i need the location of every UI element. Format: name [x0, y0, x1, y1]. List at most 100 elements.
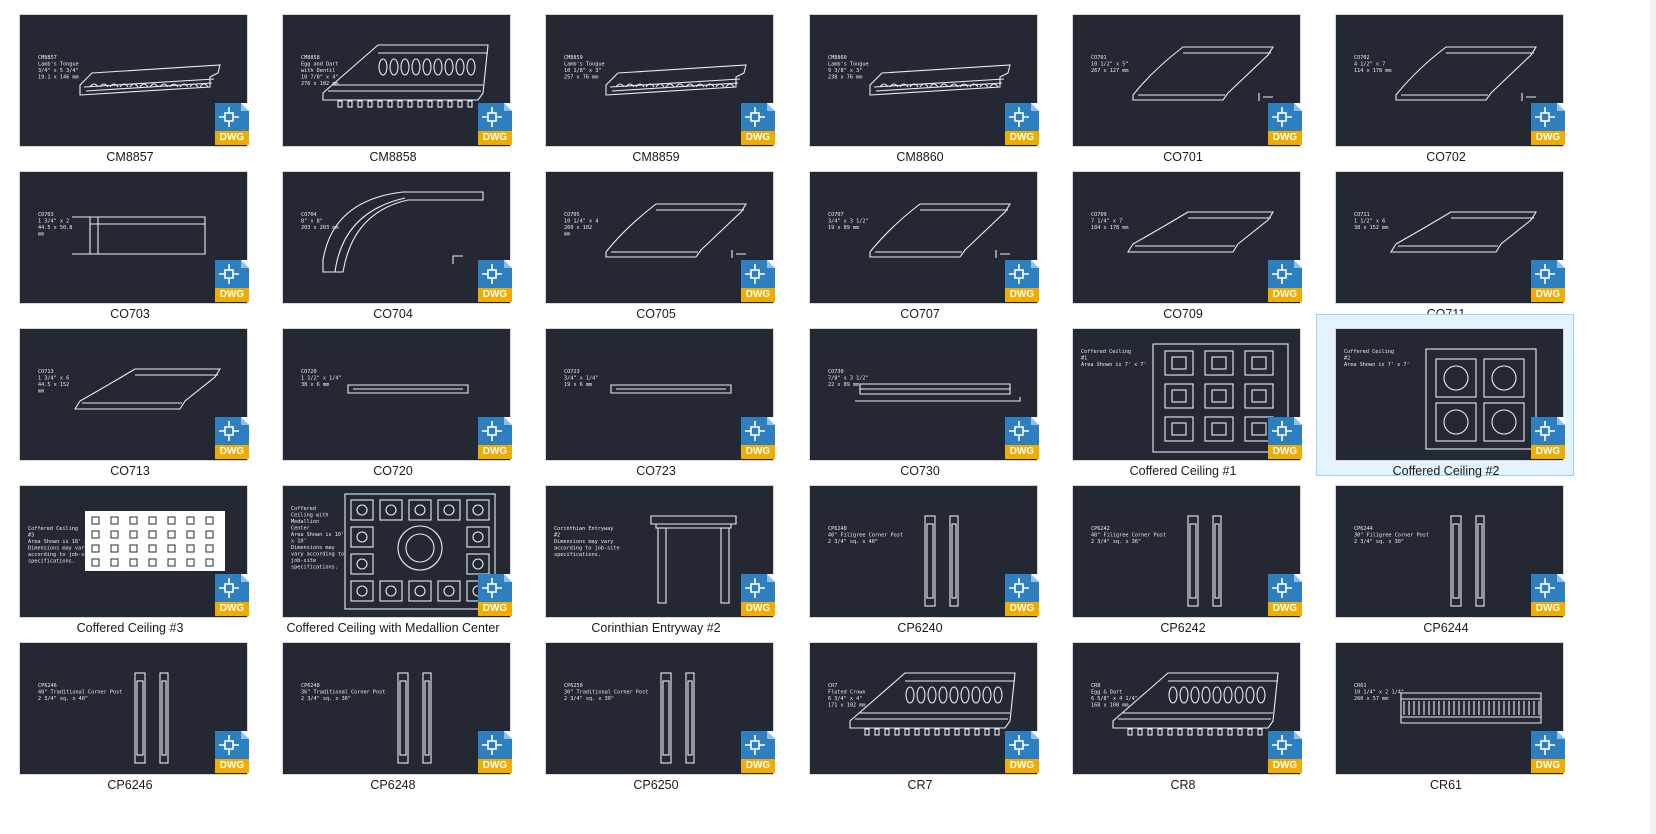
drawing-note-line: 7/8" x 3 1/2": [828, 376, 869, 382]
file-name: CR7: [907, 778, 933, 792]
drawing-note-line: Coffered Ceiling: [1081, 349, 1131, 355]
dwg-file-icon: DWG: [1268, 260, 1302, 302]
drawing-note-line: Egg and Dart: [301, 62, 338, 68]
drawing-note-line: 1 3/4" x 6: [38, 376, 69, 382]
drawing-note-line: Coffered Ceiling: [1344, 349, 1394, 355]
drawing-note-line: 184 x 178 mm: [1091, 225, 1128, 231]
drawing-note-line: 2 3/4" sq. x 40": [38, 696, 88, 702]
drawing-note-line: specifications.: [554, 552, 601, 558]
dwg-file-icon: DWG: [1531, 417, 1565, 459]
cad-profile-drawing: [1390, 211, 1537, 253]
dwg-file-icon: DWG: [478, 417, 512, 459]
drawing-note-line: Area Shown is 7' x 7': [1081, 362, 1147, 368]
drawing-note-line: Dimensions may: [291, 545, 335, 551]
drawing-note-line: CO709: [1091, 212, 1107, 218]
drawing-note-line: CR61: [1354, 683, 1367, 689]
drawing-note-line: Area Shown is 7' x 7': [1344, 362, 1410, 368]
drawing-note-line: Corinthian Entryway: [554, 526, 613, 532]
file-type-label: DWG: [215, 131, 249, 145]
dwg-file-icon: DWG: [215, 260, 249, 302]
drawing-note-line: 10 1/4" x 2 1/4": [1354, 690, 1404, 696]
dwg-file-icon: DWG: [215, 574, 249, 616]
cad-profile-drawing: [397, 672, 432, 764]
drawing-note-line: Dimensions may vary: [554, 539, 613, 545]
drawing-note-line: mm: [564, 232, 570, 238]
cad-profile-drawing: [1425, 348, 1537, 450]
dwg-file-icon: DWG: [1531, 260, 1565, 302]
file-type-label: DWG: [1531, 602, 1565, 616]
drawing-note-line: CP6248: [301, 683, 320, 689]
file-type-label: DWG: [478, 602, 512, 616]
drawing-note-line: 30" Filigree Corner Post: [1354, 533, 1429, 539]
file-type-label: DWG: [215, 288, 249, 302]
file-name: CP6240: [897, 621, 943, 635]
drawing-note-line: Egg & Dart: [1091, 690, 1122, 696]
drawing-note-line: 238 x 76 mm: [828, 75, 862, 81]
file-name: CO704: [373, 307, 413, 321]
file-name: CO720: [373, 464, 413, 478]
file-type-label: DWG: [1005, 759, 1039, 773]
drawing-note-line: CR8: [1091, 683, 1100, 689]
file-type-label: DWG: [741, 759, 775, 773]
file-type-label: DWG: [1268, 602, 1302, 616]
drawing-note-line: CO702: [1354, 55, 1370, 61]
cad-profile-drawing: [869, 64, 1011, 96]
drawing-note-line: 2 3/4" sq. x 36": [1091, 539, 1141, 545]
cad-profile-drawing: [855, 383, 1021, 402]
file-type-label: DWG: [1531, 759, 1565, 773]
file-name: CM8860: [896, 150, 944, 164]
drawing-note-line: 19.1 x 146 mm: [38, 75, 79, 81]
drawing-note-line: CO723: [564, 369, 580, 375]
cad-profile-drawing: [660, 672, 695, 764]
vertical-scrollbar[interactable]: [1650, 0, 1656, 834]
file-type-label: DWG: [741, 288, 775, 302]
cad-profile-drawing: [1187, 515, 1222, 607]
cad-profile-drawing: [869, 203, 1011, 258]
